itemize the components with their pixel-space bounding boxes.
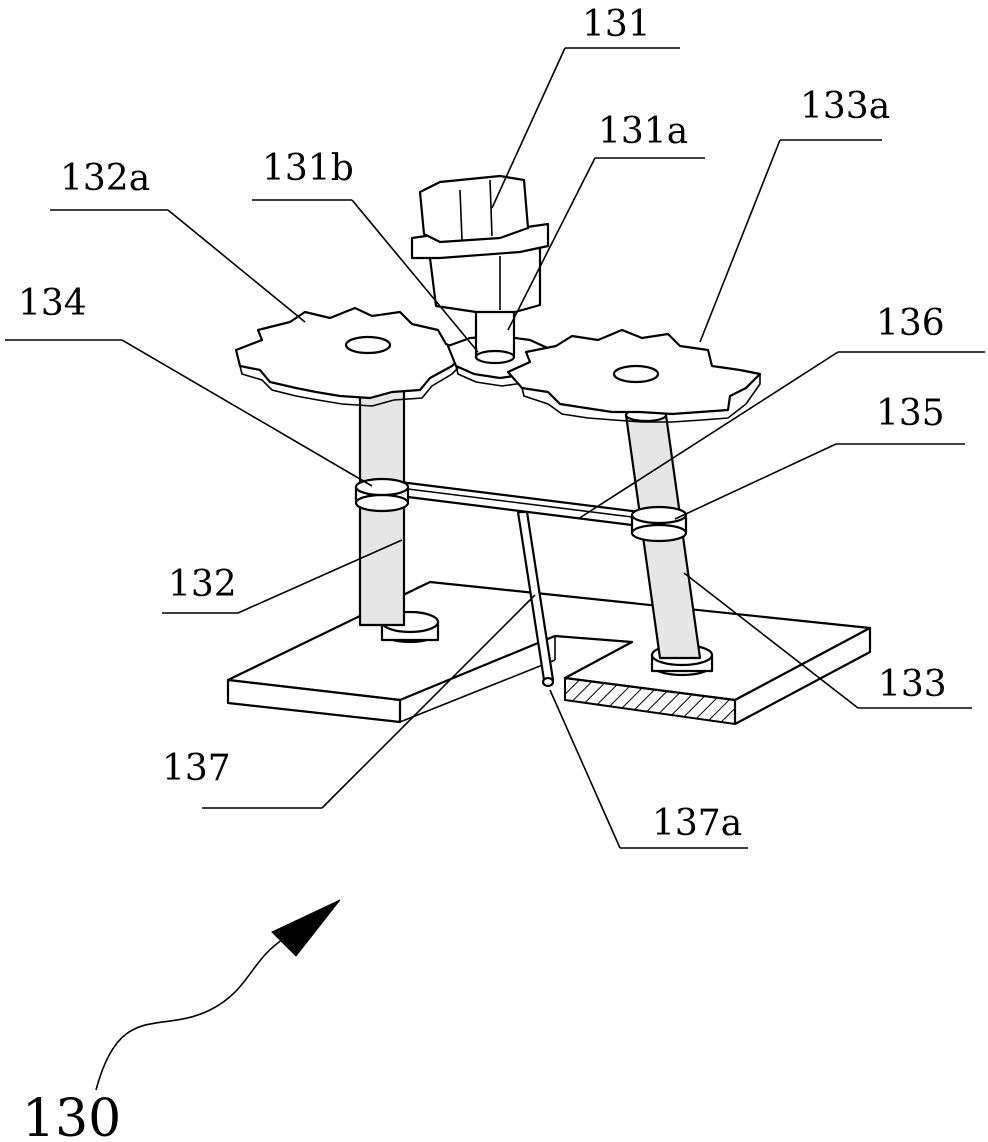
label-134: 134 (18, 283, 87, 324)
assembly-arrow (95, 899, 341, 1091)
label-135: 135 (876, 393, 945, 434)
label-131: 131 (582, 4, 651, 45)
label-132a: 132a (60, 158, 150, 199)
label-133a: 133a (800, 86, 890, 127)
label-132: 132 (168, 564, 237, 605)
label-131a: 131a (598, 111, 688, 152)
collar-135 (630, 505, 688, 543)
gear-133a (506, 328, 762, 423)
gear-132a (234, 306, 468, 407)
label-133: 133 (878, 664, 947, 705)
label-130: 130 (22, 1089, 121, 1142)
label-131b: 131b (262, 148, 354, 189)
motor-131 (410, 174, 550, 365)
label-137a: 137a (652, 803, 742, 844)
label-136: 136 (876, 303, 945, 344)
rod-137 (516, 510, 555, 688)
collar-134 (354, 477, 410, 513)
label-137: 137 (162, 748, 231, 789)
leader-lines (5, 47, 985, 849)
